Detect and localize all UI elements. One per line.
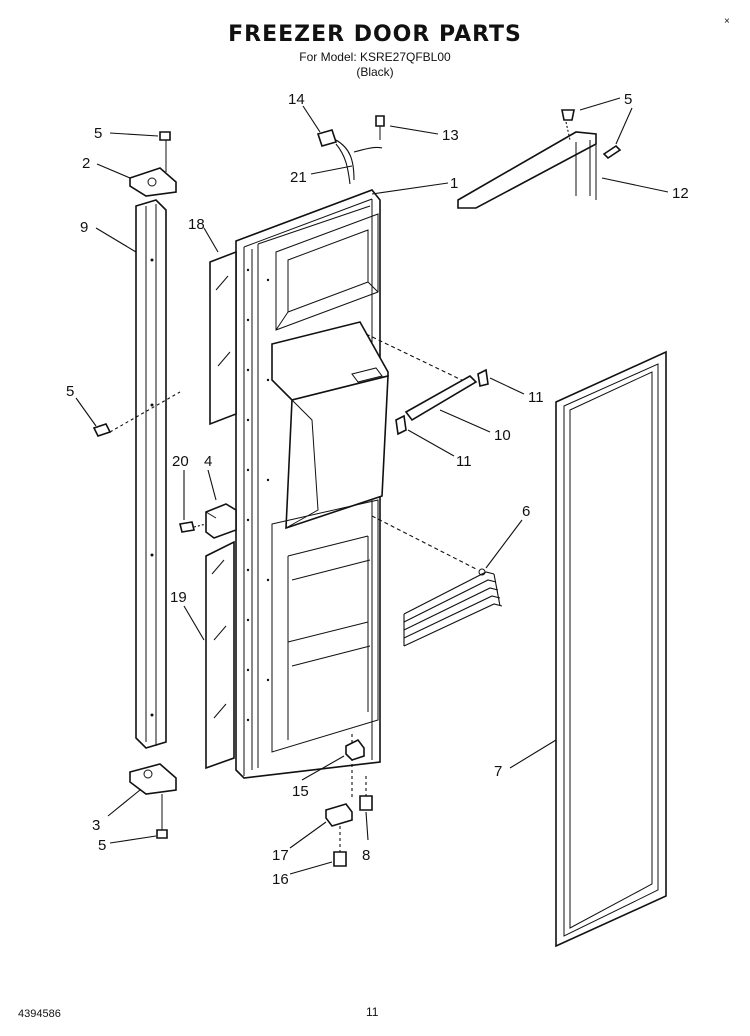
callout-11-lower: 11 xyxy=(456,453,472,470)
callout-5-top-right: 5 xyxy=(624,91,632,108)
callout-17: 17 xyxy=(272,847,289,864)
shelf-rods xyxy=(371,515,503,647)
corner-mark: × xyxy=(724,16,730,27)
callout-14: 14 xyxy=(288,91,305,108)
callout-12: 12 xyxy=(672,185,689,202)
callout-7: 7 xyxy=(494,763,502,780)
dispenser-trim xyxy=(365,333,489,436)
callout-6: 6 xyxy=(522,503,530,520)
page-title: FREEZER DOOR PARTS xyxy=(228,22,522,47)
glass-panels xyxy=(205,250,237,770)
door-liner xyxy=(235,189,389,779)
callout-labels: 14 13 5 5 2 21 1 12 9 18 11 10 11 5 20 4… xyxy=(66,91,689,888)
callout-5-mid: 5 xyxy=(66,383,74,400)
callout-5-bottom: 5 xyxy=(98,837,106,854)
callout-9: 9 xyxy=(80,219,88,236)
callout-5-top-left: 5 xyxy=(94,125,102,142)
color-line: (Black) xyxy=(356,65,394,79)
bottom-hardware xyxy=(325,734,373,867)
model-line: For Model: KSRE27QFBL00 xyxy=(299,50,451,64)
callout-4: 4 xyxy=(204,453,212,470)
callout-16: 16 xyxy=(272,871,289,888)
door-gasket xyxy=(555,350,667,948)
callout-18: 18 xyxy=(188,216,205,233)
callout-15: 15 xyxy=(292,783,309,800)
callout-3: 3 xyxy=(92,817,100,834)
callout-20: 20 xyxy=(172,453,189,470)
top-channel xyxy=(457,109,622,209)
callout-8: 8 xyxy=(362,847,370,864)
page-number: 11 xyxy=(366,1005,379,1019)
callout-1: 1 xyxy=(450,175,458,192)
callout-21: 21 xyxy=(290,169,307,186)
handle-trim xyxy=(92,199,181,749)
callout-11-upper: 11 xyxy=(528,389,544,406)
lower-hinge xyxy=(129,763,177,839)
leader-lines xyxy=(75,97,669,875)
document-number: 4394586 xyxy=(18,1008,61,1020)
wire-harness xyxy=(316,115,385,185)
upper-hinge xyxy=(129,131,177,197)
callout-10: 10 xyxy=(494,427,511,444)
callout-19: 19 xyxy=(170,589,187,606)
callout-13: 13 xyxy=(442,127,459,144)
small-bracket xyxy=(179,503,237,539)
callout-2: 2 xyxy=(82,155,90,172)
